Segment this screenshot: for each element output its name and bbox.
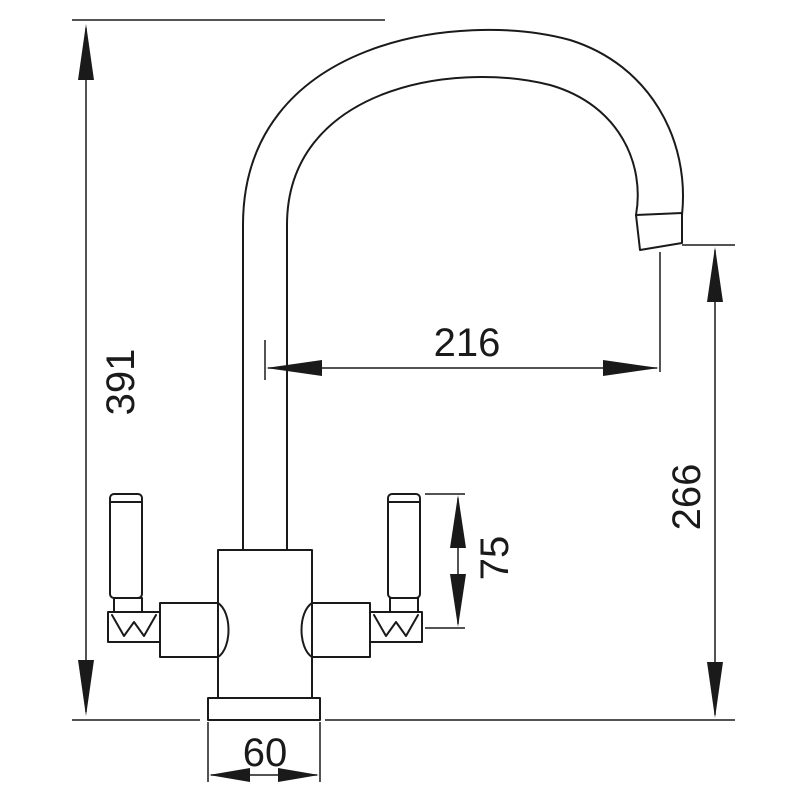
arrow-head [707,662,723,718]
spout-nozzle [635,212,683,251]
dimension-base-width: 60 [209,731,319,782]
spout-outer-curve [242,28,684,551]
dimension-overall-height: 391 [78,24,143,716]
overall-height-label: 391 [99,349,143,416]
spout-height-label: 266 [665,464,709,531]
left-valve-cap [107,611,161,643]
arrow-head [78,24,94,80]
arrow-head [78,660,94,716]
base-width-label: 60 [243,731,288,775]
left-handle-collar [113,597,143,613]
right-handle-lever [387,493,421,599]
spout-reach-label: 216 [434,321,501,365]
arrow-head [266,360,322,376]
left-handle-lever [109,493,143,599]
handle-height-label: 75 [473,536,517,581]
spout-inner-curve [286,76,639,551]
left-valve-detail [111,614,157,637]
extension-lines [72,19,735,782]
mixer-body [217,549,313,699]
base-plate [207,697,321,721]
dimension-spout-height: 266 [665,247,723,718]
arrow-head [603,360,659,376]
arrow-head [278,768,319,782]
arrow-head [450,574,466,627]
right-valve-detail [373,614,419,637]
arrow-head [707,247,723,302]
arrow-head [209,768,250,782]
left-arm [159,602,230,658]
dimension-spout-reach: 216 [266,321,659,376]
right-arm [300,602,371,658]
faucet-outline [107,28,684,721]
dimension-handle-height: 75 [450,495,517,627]
right-valve-cap [369,611,423,643]
right-handle-collar [389,597,419,613]
arrow-head [450,495,466,548]
